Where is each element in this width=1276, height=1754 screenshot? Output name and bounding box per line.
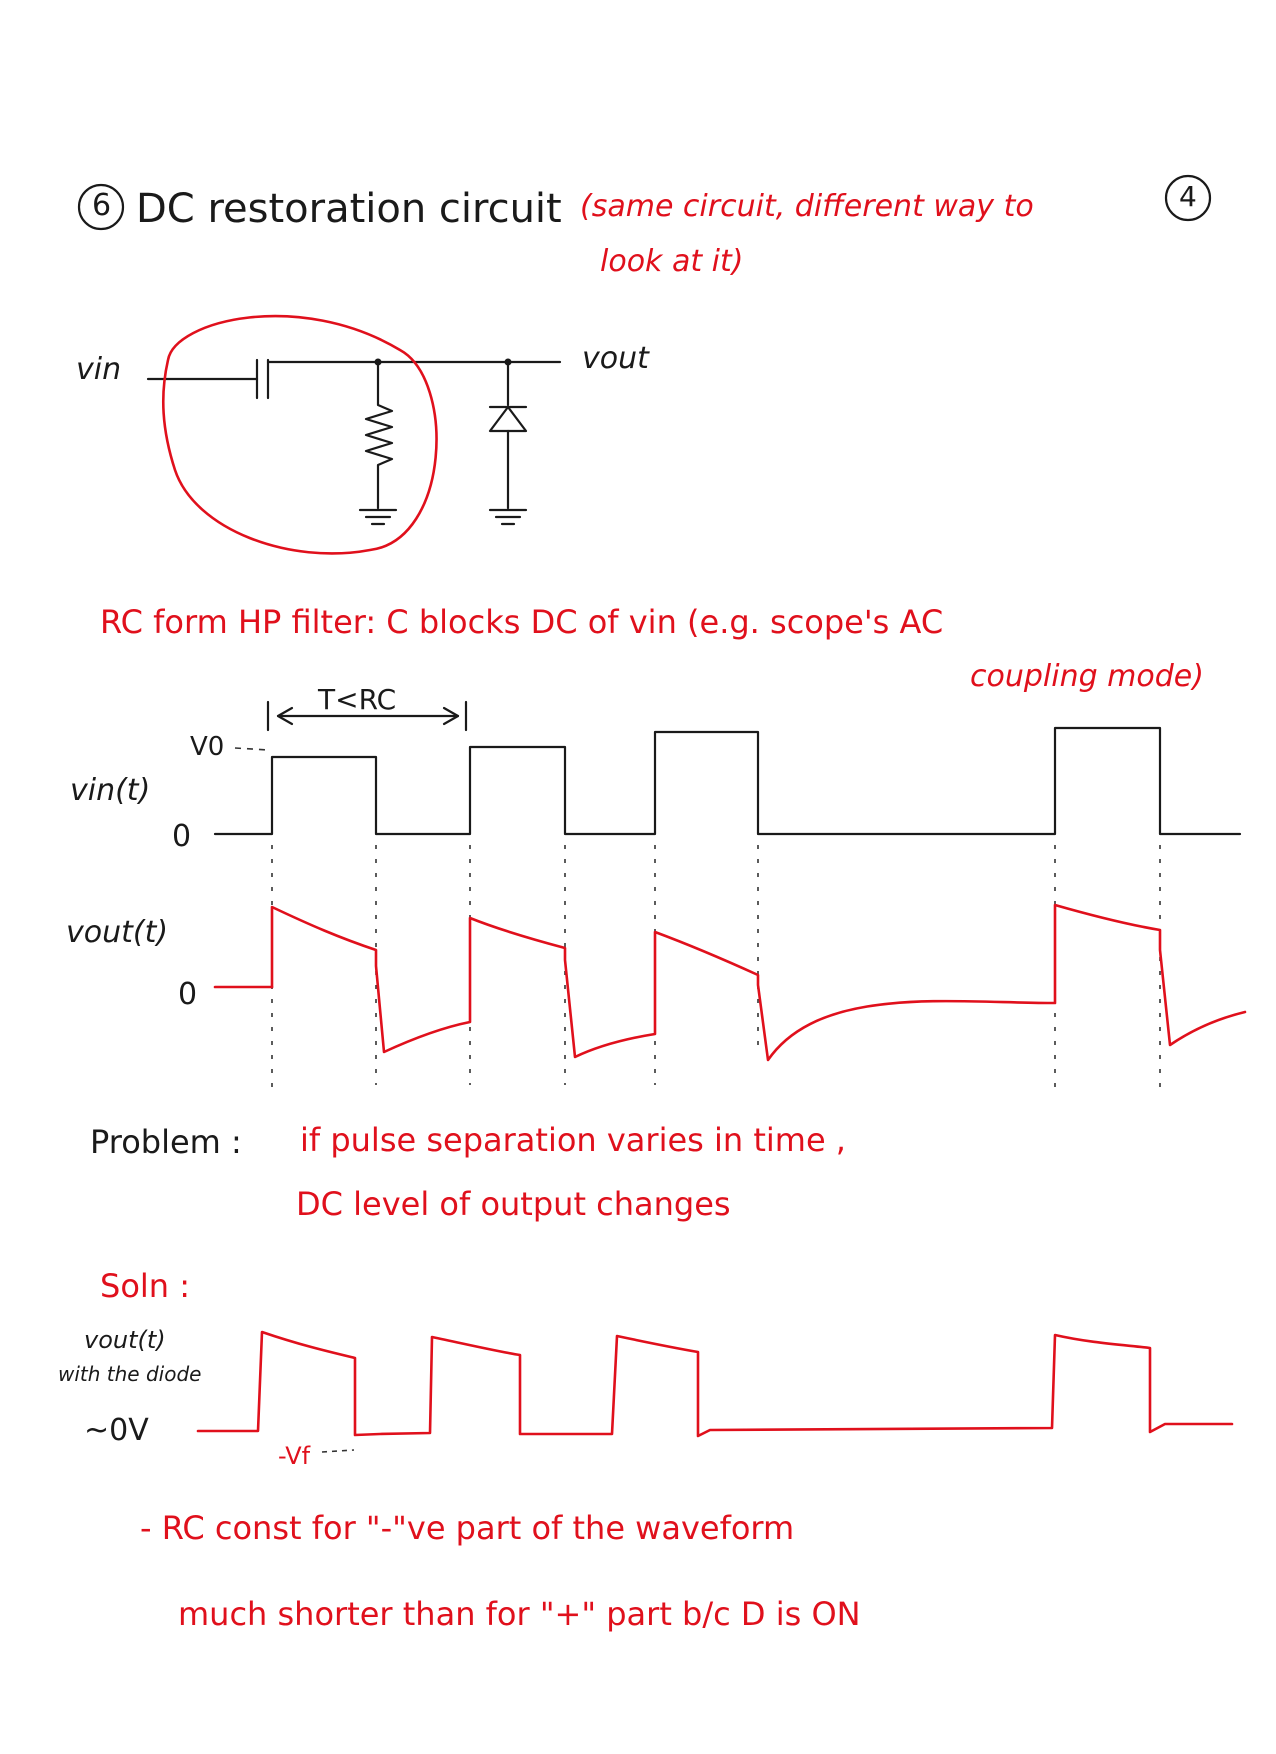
vout-t-label: vout(t)	[66, 915, 169, 950]
problem-label: Problem :	[90, 1123, 242, 1161]
circuit-diagram	[146, 314, 562, 555]
page-number-circle	[1164, 174, 1212, 222]
vin-waveform	[213, 700, 1242, 836]
solution-note-line2: much shorter than for "+" part b/c D is …	[178, 1595, 861, 1633]
diode-triangle	[488, 405, 528, 433]
circuit-input-label: vin	[76, 352, 122, 387]
vin-zero-label: 0	[172, 819, 192, 854]
section-number: 6	[92, 188, 112, 223]
resistor	[364, 360, 394, 510]
page-title: DC restoration circuit	[136, 186, 562, 232]
title-note-line2: look at it)	[600, 244, 744, 279]
section-number-circle	[77, 183, 125, 231]
v0-label: V0	[190, 732, 225, 762]
vin-t-label: vin(t)	[70, 773, 151, 808]
period-label: T<RC	[318, 683, 397, 716]
solution-vout-sublabel: with the diode	[58, 1362, 202, 1386]
hp-filter-line1: RC form HP filter: C blocks DC of vin (e…	[100, 603, 944, 641]
circuit-output-label: vout	[582, 341, 649, 376]
vf-leader	[321, 1449, 355, 1453]
solution-vout-label: vout(t)	[84, 1326, 166, 1354]
problem-line2: DC level of output changes	[296, 1185, 731, 1223]
solution-zero-label: ~0V	[84, 1413, 149, 1448]
hp-filter-line2: coupling mode)	[970, 659, 1204, 694]
solution-waveform	[196, 1330, 1234, 1453]
problem-line1: if pulse separation varies in time ,	[300, 1121, 846, 1159]
solution-note-line1: - RC const for "-"ve part of the wavefor…	[140, 1509, 795, 1547]
solution-vf-label: -Vf	[278, 1442, 311, 1470]
rc-highlight-loop	[161, 314, 438, 555]
solution-label: Soln :	[100, 1267, 191, 1305]
vout-zero-label: 0	[178, 977, 198, 1012]
v0-leader	[234, 747, 269, 751]
page-number: 4	[1179, 180, 1197, 213]
title-note-line1: (same circuit, different way to	[580, 189, 1034, 224]
vout-waveform	[213, 903, 1247, 1062]
guide-lines	[271, 845, 1161, 1090]
